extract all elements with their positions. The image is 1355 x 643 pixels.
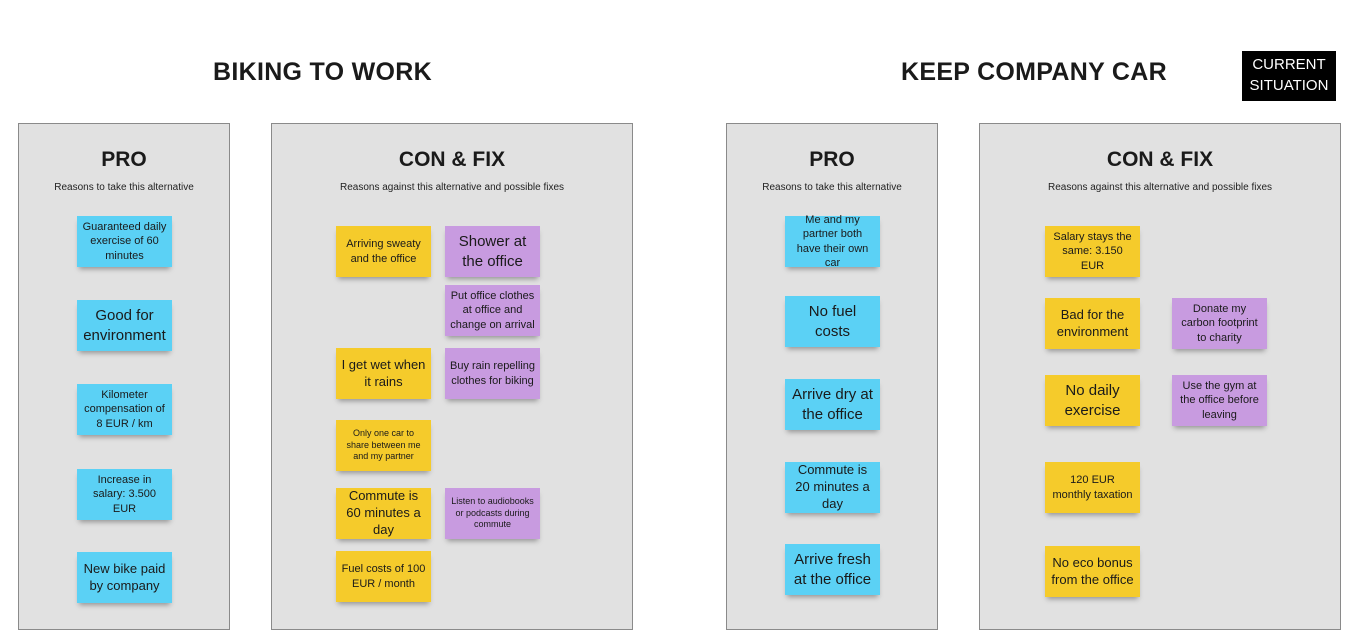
sticky-note-pro[interactable]: New bike paid by company: [77, 552, 172, 603]
sticky-note-pro[interactable]: Arrive dry at the office: [785, 379, 880, 430]
sticky-note-fix[interactable]: Listen to audiobooks or podcasts during …: [445, 488, 540, 539]
panel-subtitle: Reasons to take this alternative: [762, 182, 902, 193]
sticky-note-pro[interactable]: Commute is 20 minutes a day: [785, 462, 880, 513]
sticky-note-con[interactable]: Salary stays the same: 3.150 EUR: [1045, 226, 1140, 277]
panel-subtitle: Reasons to take this alternative: [54, 182, 194, 193]
panel-title: CON & FIX: [398, 148, 506, 171]
current-situation-tag[interactable]: CURRENT SITUATION: [1242, 51, 1336, 101]
sticky-note-fix[interactable]: Shower at the office: [445, 226, 540, 277]
sticky-note-con[interactable]: Only one car to share between me and my …: [336, 420, 431, 471]
sticky-note-pro[interactable]: Me and my partner both have their own ca…: [785, 214, 880, 269]
panel-car-con-fix[interactable]: CON & FIX Reasons against this alternati…: [979, 123, 1341, 630]
panel-title: PRO: [809, 148, 855, 171]
sticky-note-pro[interactable]: Arrive fresh at the office: [785, 544, 880, 595]
panel-biking-con-fix[interactable]: CON & FIX Reasons against this alternati…: [271, 123, 633, 630]
sticky-note-pro[interactable]: Increase in salary: 3.500 EUR: [77, 469, 172, 520]
sticky-note-con[interactable]: No daily exercise: [1045, 375, 1140, 426]
section-title-car: KEEP COMPANY CAR: [901, 58, 1167, 86]
sticky-note-fix[interactable]: Donate my carbon footprint to charity: [1172, 298, 1267, 349]
panel-title: CON & FIX: [1106, 148, 1214, 171]
sticky-note-pro[interactable]: Kilometer compensation of 8 EUR / km: [77, 384, 172, 435]
sticky-note-con[interactable]: No eco bonus from the office: [1045, 546, 1140, 597]
sticky-note-con[interactable]: Fuel costs of 100 EUR / month: [336, 551, 431, 602]
panel-title: PRO: [101, 148, 147, 171]
panel-subtitle: Reasons against this alternative and pos…: [339, 182, 565, 193]
sticky-note-con[interactable]: Arriving sweaty and the office: [336, 226, 431, 277]
sticky-note-con[interactable]: 120 EUR monthly taxation: [1045, 462, 1140, 513]
sticky-note-fix[interactable]: Buy rain repelling clothes for biking: [445, 348, 540, 399]
sticky-note-pro[interactable]: No fuel costs: [785, 296, 880, 347]
sticky-note-con[interactable]: Bad for the environment: [1045, 298, 1140, 349]
sticky-note-pro[interactable]: Guaranteed daily exercise of 60 minutes: [77, 216, 172, 267]
panel-biking-pro[interactable]: PRO Reasons to take this alternative Gua…: [18, 123, 230, 630]
sticky-note-fix[interactable]: Use the gym at the office before leaving: [1172, 375, 1267, 426]
sticky-note-con[interactable]: Commute is 60 minutes a day: [336, 488, 431, 539]
panel-car-pro[interactable]: PRO Reasons to take this alternative Me …: [726, 123, 938, 630]
section-title-biking: BIKING TO WORK: [213, 58, 433, 86]
panel-subtitle: Reasons against this alternative and pos…: [1047, 182, 1273, 193]
sticky-note-con[interactable]: I get wet when it rains: [336, 348, 431, 399]
sticky-note-fix[interactable]: Put office clothes at office and change …: [445, 285, 540, 336]
sticky-note-pro[interactable]: Good for environment: [77, 300, 172, 351]
